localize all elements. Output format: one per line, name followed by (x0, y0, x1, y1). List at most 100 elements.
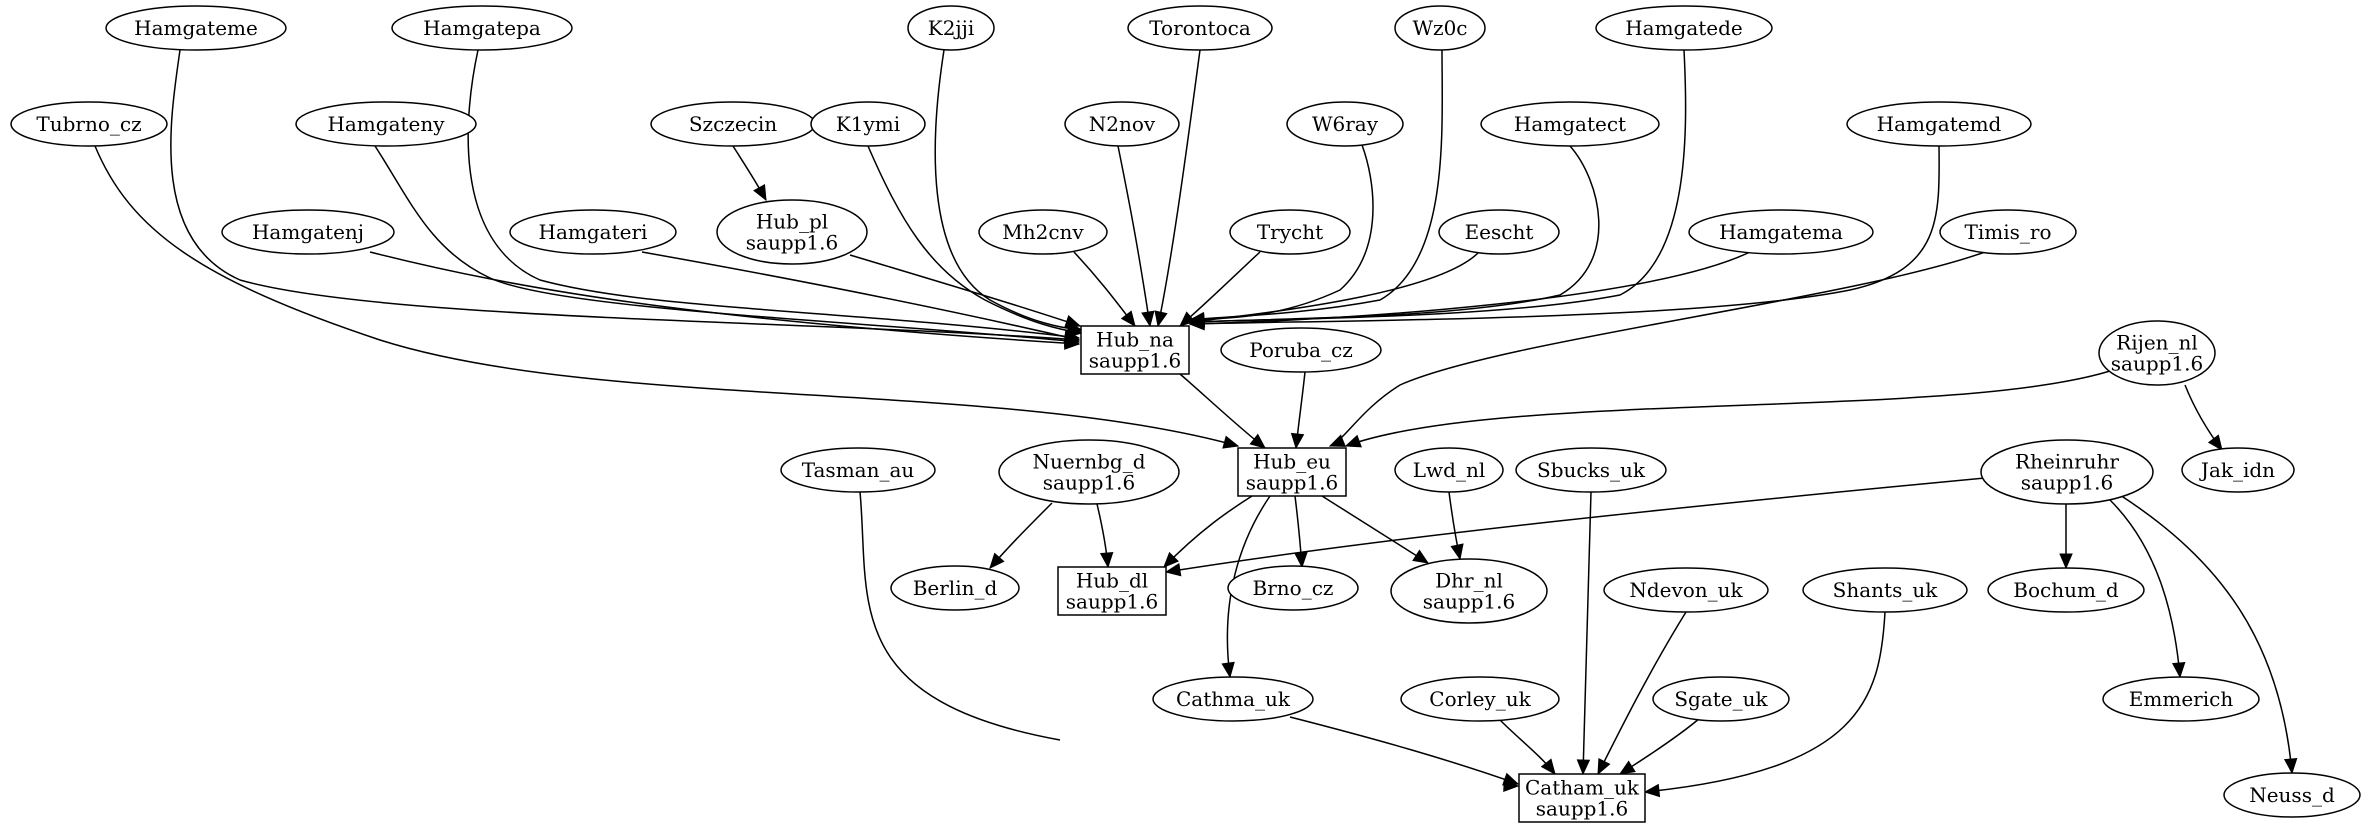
arrowhead (753, 184, 767, 202)
node-ndevon-uk[interactable]: Ndevon_uk (1603, 567, 1769, 613)
node-k2jji[interactable]: K2jji (907, 5, 995, 51)
node-label: W6ray (1312, 112, 1379, 136)
arrowhead (1120, 310, 1136, 328)
node-w6ray[interactable]: W6ray (1286, 101, 1404, 147)
node-torontoca[interactable]: Torontoca (1127, 5, 1273, 51)
arrowhead (1179, 311, 1196, 327)
edge-hub_eu-to-cathma_uk (1221, 495, 1271, 679)
node-ellipse (1229, 209, 1351, 255)
node-lwd-nl[interactable]: Lwd_nl (1394, 447, 1504, 493)
node-label: Rheinruhr (2015, 450, 2119, 474)
node-poruba-cz[interactable]: Poruba_cz (1220, 327, 1382, 373)
node-brno-cz[interactable]: Brno_cz (1227, 565, 1359, 611)
node-ellipse (1220, 327, 1382, 373)
node-ellipse (1515, 447, 1667, 493)
node-timis-ro[interactable]: Timis_ro (1939, 209, 2077, 255)
arrowhead (1249, 433, 1266, 449)
arrowhead (1163, 551, 1179, 568)
edge-wz0c-to-hub_na (1188, 49, 1444, 326)
node-emmerich[interactable]: Emmerich (2102, 676, 2260, 722)
node-ellipse (1438, 209, 1560, 255)
node-ellipse (295, 101, 477, 147)
node-ellipse (1802, 567, 1968, 613)
node-hamgatema[interactable]: Hamgatema (1688, 209, 1874, 255)
node-ellipse (1400, 676, 1560, 722)
node-hamgateri[interactable]: Hamgateri (509, 209, 677, 255)
arrowhead (1222, 435, 1240, 449)
node-ellipse (780, 447, 936, 493)
node-ellipse (391, 5, 573, 51)
node-berlin-d[interactable]: Berlin_d (890, 565, 1020, 611)
node-szczecin[interactable]: Szczecin (650, 101, 816, 147)
node-ellipse (1939, 209, 2077, 255)
node-box (1237, 447, 1347, 497)
node-hamgateny[interactable]: Hamgateny (295, 101, 477, 147)
node-hamgatenj[interactable]: Hamgatenj (221, 209, 395, 255)
edge-timis_ro-to-hub_eu (1328, 251, 1986, 447)
node-label: Szczecin (689, 112, 777, 136)
node-bochum-d[interactable]: Bochum_d (1987, 567, 2145, 613)
node-label: Brno_cz (1253, 576, 1334, 600)
node-hamgateme[interactable]: Hamgateme (105, 5, 287, 51)
node-tasman-au[interactable]: Tasman_au (780, 447, 936, 493)
node-k1ymi[interactable]: K1ymi (810, 101, 926, 147)
node-label: Hub_eu (1253, 450, 1331, 474)
node-mh2cnv[interactable]: Mh2cnv (978, 209, 1108, 255)
node-label: Poruba_cz (1249, 338, 1353, 362)
node-label: Nuernbg_d (1032, 450, 1145, 474)
node-sgate-uk[interactable]: Sgate_uk (1652, 676, 1790, 722)
node-shants-uk[interactable]: Shants_uk (1802, 567, 1968, 613)
node-label: Hub_na (1096, 328, 1174, 352)
node-label: Berlin_d (913, 576, 998, 600)
node-sbucks-uk[interactable]: Sbucks_uk (1515, 447, 1667, 493)
node-wz0c[interactable]: Wz0c (1394, 5, 1486, 51)
node-hamgatepa[interactable]: Hamgatepa (391, 5, 573, 51)
node-cathma-uk[interactable]: Cathma_uk (1152, 676, 1314, 722)
node-hamgatect[interactable]: Hamgatect (1480, 101, 1660, 147)
node-label: K2jji (928, 16, 974, 40)
node-tubrno-cz[interactable]: Tubrno_cz (10, 101, 168, 147)
node-hamgatemd[interactable]: Hamgatemd (1846, 101, 2032, 147)
node-label: saupp1.6 (1536, 797, 1628, 821)
node-label: saupp1.6 (2111, 352, 2203, 376)
node-corley-uk[interactable]: Corley_uk (1400, 676, 1560, 722)
node-label: Neuss_d (2249, 783, 2335, 807)
arrowhead (1597, 758, 1611, 776)
node-ellipse (890, 565, 1020, 611)
node-label: Eescht (1465, 220, 1534, 244)
node-trycht[interactable]: Trycht (1229, 209, 1351, 255)
node-ellipse (1846, 101, 2032, 147)
node-box (1080, 325, 1190, 375)
edge-n2nov-to-hub_na (1117, 145, 1155, 328)
node-ellipse (2098, 320, 2216, 386)
node-eescht[interactable]: Eescht (1438, 209, 1560, 255)
edge-ndevon_uk-to-catham_uk (1597, 611, 1687, 776)
node-ellipse (998, 439, 1180, 505)
node-label: saupp1.6 (746, 231, 838, 255)
arrowhead (2283, 757, 2298, 775)
node-jak-idn[interactable]: Jak_idn (2181, 447, 2295, 493)
edge-tubrno_cz-to-hub_eu (94, 145, 1240, 449)
edge-sbucks_uk-to-catham_uk (1576, 491, 1592, 776)
node-neuss-d[interactable]: Neuss_d (2223, 772, 2361, 818)
node-hamgatede[interactable]: Hamgatede (1595, 5, 1773, 51)
node-ellipse (978, 209, 1108, 255)
node-label: saupp1.6 (1423, 590, 1515, 614)
node-label: Hamgatema (1719, 220, 1843, 244)
arrowhead (1154, 310, 1168, 328)
edge-sgate_uk-to-catham_uk (1618, 717, 1701, 775)
node-label: saupp1.6 (1043, 471, 1135, 495)
node-n2nov[interactable]: N2nov (1064, 101, 1180, 147)
node-label: Tasman_au (802, 458, 915, 482)
